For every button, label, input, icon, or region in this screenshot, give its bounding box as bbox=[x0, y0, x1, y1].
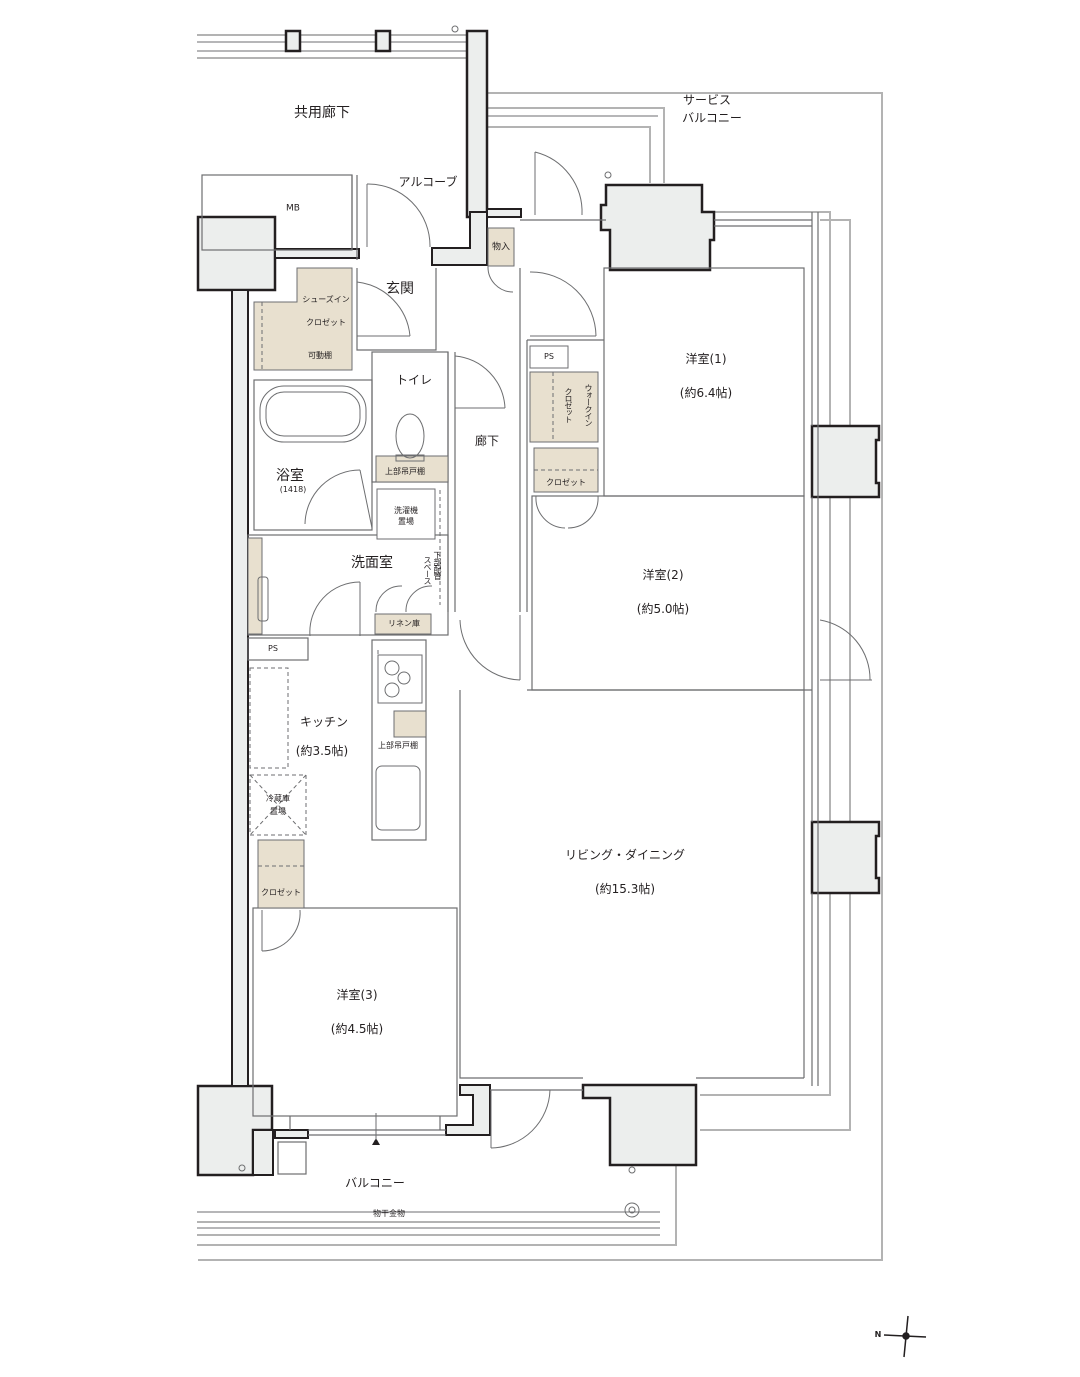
label-washer-1: 洗濯機 bbox=[394, 506, 418, 515]
bold-walls bbox=[231, 208, 522, 1176]
label-mb: MB bbox=[286, 203, 300, 214]
outer-boundary bbox=[197, 34, 883, 1261]
structural-columns bbox=[196, 29, 881, 1177]
label-western2-name: 洋室(2) bbox=[642, 568, 684, 582]
label-clothes-hanger: 物干金物 bbox=[373, 1209, 405, 1218]
label-common-corridor: 共用廊下 bbox=[294, 105, 350, 121]
label-service-balcony-2: バルコニー bbox=[682, 111, 742, 125]
label-western2-size: (約5.0帖) bbox=[636, 602, 690, 616]
label-western1-name: 洋室(1) bbox=[685, 352, 727, 366]
label-living-name: リビング・ダイニング bbox=[564, 848, 686, 862]
label-closet-room1: クロゼット bbox=[546, 478, 586, 487]
label-ps-right: PS bbox=[544, 352, 554, 361]
label-storage: 物入 bbox=[491, 242, 511, 253]
label-alcove: アルコーブ bbox=[398, 175, 458, 189]
label-service-balcony-1: サービス bbox=[682, 93, 732, 107]
ps-boxes bbox=[376, 345, 569, 540]
label-western1-size: (約6.4帖) bbox=[679, 386, 733, 400]
label-hallway: 廊下 bbox=[474, 434, 500, 448]
label-upper-cabinet-toilet: 上部吊戸棚 bbox=[385, 467, 425, 476]
label-bathroom-size: (1418) bbox=[279, 485, 307, 494]
label-western3-size: (約4.5帖) bbox=[330, 1022, 384, 1036]
label-movable-shelf: 可動棚 bbox=[308, 351, 332, 360]
label-walk-in-1: ウォークイン bbox=[584, 384, 593, 426]
storage-areas bbox=[247, 227, 599, 909]
label-bathroom: 浴室 bbox=[276, 468, 304, 484]
label-shoe-closet-2: クロゼット bbox=[306, 318, 346, 327]
compass-icon bbox=[883, 1315, 927, 1358]
label-fridge-2: 置場 bbox=[270, 807, 286, 816]
label-toilet: トイレ bbox=[395, 373, 433, 387]
interior-walls bbox=[201, 174, 819, 1175]
label-kitchen-name: キッチン bbox=[299, 715, 349, 729]
label-living-size: (約15.3帖) bbox=[594, 882, 656, 896]
dashed-lines bbox=[249, 302, 598, 867]
label-under-pipe-2: スペース bbox=[423, 556, 432, 584]
entrance-marker-icon bbox=[372, 1138, 380, 1145]
label-entrance: 玄関 bbox=[386, 281, 414, 297]
label-ps-left: PS bbox=[268, 644, 278, 653]
corridor-railing bbox=[197, 41, 660, 1229]
label-balcony: バルコニー bbox=[345, 1176, 405, 1190]
label-linen: リネン庫 bbox=[388, 619, 420, 628]
label-walk-in-2: クロゼット bbox=[564, 387, 573, 423]
label-under-pipe-1: 下部配管 bbox=[433, 551, 442, 579]
door-swings bbox=[261, 151, 872, 1149]
label-kitchen-size: (約3.5帖) bbox=[295, 744, 349, 758]
label-upper-cabinet-kitchen: 上部吊戸棚 bbox=[378, 741, 418, 750]
label-washroom: 洗面室 bbox=[351, 555, 393, 571]
label-fridge-1: 冷蔵庫 bbox=[266, 794, 290, 803]
label-shoe-closet-1: シューズイン bbox=[302, 295, 350, 304]
fixtures bbox=[238, 25, 640, 1218]
label-western3-name: 洋室(3) bbox=[336, 988, 378, 1002]
label-washer-2: 置場 bbox=[398, 517, 414, 526]
compass-north-label: N bbox=[874, 1330, 882, 1339]
label-closet-room3: クロゼット bbox=[261, 888, 301, 897]
